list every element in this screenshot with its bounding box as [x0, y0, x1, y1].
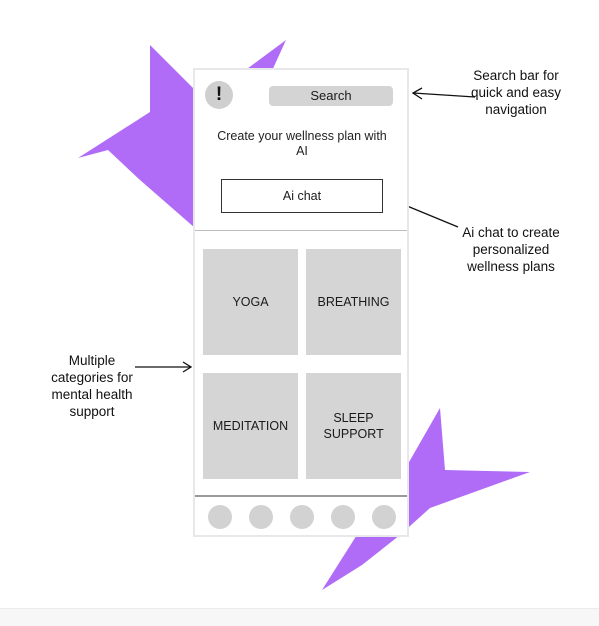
annotation-search: Search bar for quick and easy navigation: [470, 68, 562, 117]
ai-chat-button[interactable]: Ai chat: [221, 179, 383, 213]
category-tile-breathing[interactable]: BREATHING: [306, 249, 401, 355]
category-tile-meditation[interactable]: MEDITATION: [203, 373, 298, 479]
category-label: BREATHING: [317, 295, 390, 309]
exclamation-icon[interactable]: !: [205, 81, 233, 109]
star-shape-bottom: [322, 408, 530, 590]
phone-mockup: ! Search Create your wellness plan with …: [193, 68, 409, 537]
nav-item[interactable]: [331, 505, 355, 529]
category-label: MEDITATION: [212, 419, 289, 433]
footer-strip: [0, 608, 599, 626]
nav-item[interactable]: [290, 505, 314, 529]
nav-item[interactable]: [208, 505, 232, 529]
search-bar[interactable]: Search: [269, 86, 393, 106]
category-tile-yoga[interactable]: YOGA: [203, 249, 298, 355]
annotation-ai-chat: Ai chat to create personalized wellness …: [462, 225, 560, 274]
category-label: SLEEP SUPPORT: [323, 411, 384, 441]
annotation-categories: Multiple categories for mental health su…: [51, 353, 133, 419]
arrow-icon: [135, 361, 193, 373]
nav-item[interactable]: [372, 505, 396, 529]
bottom-nav-divider: [195, 495, 407, 497]
category-tile-sleep-support[interactable]: SLEEP SUPPORT: [306, 373, 401, 479]
category-label: YOGA: [232, 295, 269, 309]
page-headline: Create your wellness plan with AI: [217, 129, 387, 158]
divider: [195, 230, 407, 231]
arrow-icon: [411, 87, 476, 100]
nav-item[interactable]: [249, 505, 273, 529]
